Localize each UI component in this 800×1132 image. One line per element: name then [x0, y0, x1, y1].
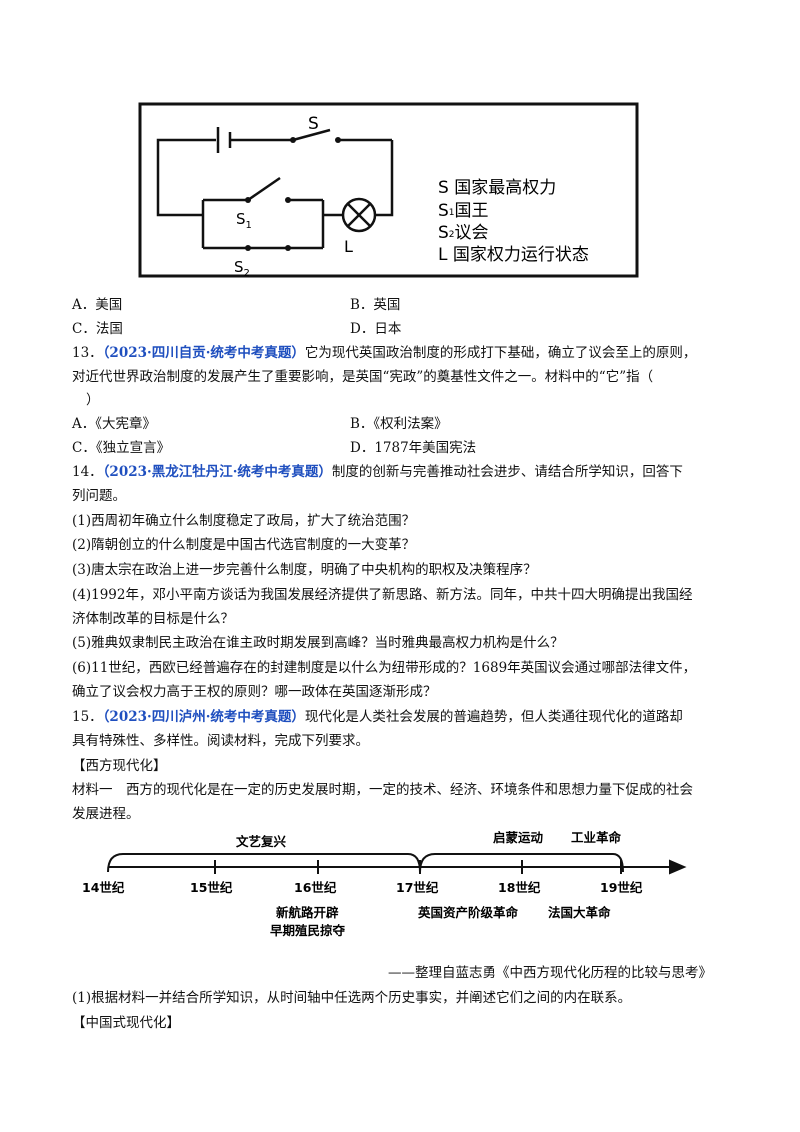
q15-stem-line-1: 15．（2023·四川泸州·统考中考真题）现代化是人类社会发展的普遍趋势，但人类… — [72, 709, 683, 725]
label-english-revolution: 英国资产阶级革命 — [418, 905, 519, 920]
q13-option-d[interactable]: D．1787年美国宪法 — [350, 440, 477, 456]
legend-line-4: L 国家权力运行状态 — [438, 245, 589, 265]
section-west: 【西方现代化】 — [72, 758, 167, 774]
tick-18th-century: 18世纪 — [498, 880, 541, 895]
q14-sub-4b: 济体制改革的目标是什么？ — [72, 611, 234, 627]
timeline-figure: 文艺复兴 启蒙运动 工业革命 14世纪 15世纪 16世纪 17世纪 18世纪 … — [82, 830, 687, 938]
lamp-symbol — [341, 197, 377, 233]
q13-stem-line-3: ） — [86, 392, 100, 408]
material-1-citation: ——整理自蓝志勇《中西方现代化历程的比较与思考》 — [388, 965, 712, 981]
section-china: 【中国式现代化】 — [72, 1015, 180, 1031]
q12-option-b[interactable]: B．英国 — [350, 297, 401, 313]
tick-14th-century: 14世纪 — [82, 880, 125, 895]
label-new-sea-routes: 新航路开辟 — [276, 905, 339, 920]
timeline-arrow — [669, 859, 687, 875]
q12-option-a[interactable]: A．美国 — [72, 297, 123, 313]
legend-line-2: S1国王 — [438, 201, 489, 221]
q15-stem-line-2: 具有特殊性、多样性。阅读材料，完成下列要求。 — [72, 733, 369, 749]
label-enlightenment: 启蒙运动 — [493, 830, 544, 845]
label-l: L — [344, 237, 353, 256]
q14-sub-6b: 确立了议会权力高于王权的原则？哪一政体在英国逐渐形成？ — [72, 684, 437, 700]
q14-sub-6a: (6)11世纪，西欧已经普遍存在的封建制度是以什么为纽带形成的？1689年英国议… — [72, 660, 697, 676]
tick-17th-century: 17世纪 — [396, 880, 439, 895]
q13-option-c[interactable]: C．《独立宣言》 — [72, 440, 171, 456]
q13-option-a[interactable]: A．《大宪章》 — [72, 416, 156, 432]
label-s2: S2 — [234, 258, 250, 279]
q15-requirement-1: (1)根据材料一并结合所学知识，从时间轴中任选两个历史事实，并阐述它们之间的内在… — [72, 990, 632, 1006]
tick-19th-century: 19世纪 — [600, 880, 643, 895]
q14-sub-5: (5)雅典奴隶制民主政治在谁主政时期发展到高峰？当时雅典最高权力机构是什么？ — [72, 635, 564, 651]
brace-enlightenment — [419, 853, 624, 873]
material-1-line-2: 发展进程。 — [72, 806, 140, 822]
q14-sub-1: (1)西周初年确立什么制度稳定了政局，扩大了统治范围？ — [72, 513, 416, 529]
brace-renaissance — [107, 853, 421, 873]
q14-sub-4a: (4)1992年，邓小平南方谈话为我国发展经济提供了新思路、新方法。同年，中共十… — [72, 587, 693, 603]
circuit-frame — [138, 102, 639, 278]
switch-s1-blade — [247, 176, 281, 202]
q13-option-b[interactable]: B．《权利法案》 — [350, 416, 448, 432]
q14-sub-2: (2)隋朝创立的什么制度是中国古代选官制度的一大变革？ — [72, 537, 416, 553]
q12-option-d[interactable]: D．日本 — [350, 321, 402, 337]
label-s1: S1 — [236, 210, 252, 231]
material-1-line-1: 材料一 西方的现代化是在一定的历史发展时期，一定的技术、经济、环境条件和思想力量… — [72, 782, 693, 798]
q14-stem-line-2: 列问题。 — [72, 488, 126, 504]
q12-option-c[interactable]: C．法国 — [72, 321, 123, 337]
label-industrial-revolution: 工业革命 — [571, 830, 622, 845]
q13-stem-line-2: 对近代世界政治制度的发展产生了重要影响，是英国“宪政”的奠基性文件之一。材料中的… — [72, 369, 654, 385]
q15-source: （2023·四川泸州·统考中考真题） — [102, 709, 305, 725]
q14-source: （2023·黑龙江牡丹江·统考中考真题） — [102, 464, 332, 480]
switch-s-blade — [292, 128, 331, 142]
legend-line-3: S2议会 — [438, 223, 489, 243]
label-renaissance: 文艺复兴 — [236, 834, 287, 849]
tick-16th-century: 16世纪 — [294, 880, 337, 895]
label-french-revolution: 法国大革命 — [548, 905, 611, 920]
label-early-colonial-plunder: 早期殖民掠夺 — [270, 923, 346, 938]
q13-stem-line-1: 13．（2023·四川自贡·统考中考真题）它为现代英国政治制度的形成打下基础，确… — [72, 345, 697, 361]
label-s: S — [308, 114, 319, 134]
legend-line-1: S 国家最高权力 — [438, 178, 556, 198]
q13-source: （2023·四川自贡·统考中考真题） — [102, 345, 305, 361]
q14-stem-line-1: 14．（2023·黑龙江牡丹江·统考中考真题）制度的创新与完善推动社会进步、请结… — [72, 464, 683, 480]
tick-15th-century: 15世纪 — [190, 880, 233, 895]
q14-sub-3: (3)唐太宗在政治上进一步完善什么制度，明确了中央机构的职权及决策程序？ — [72, 562, 537, 578]
circuit-diagram: S S1 S2 L S 国家最高权力 S1国王 S2议会 L 国家权力运行状态 — [138, 102, 639, 279]
